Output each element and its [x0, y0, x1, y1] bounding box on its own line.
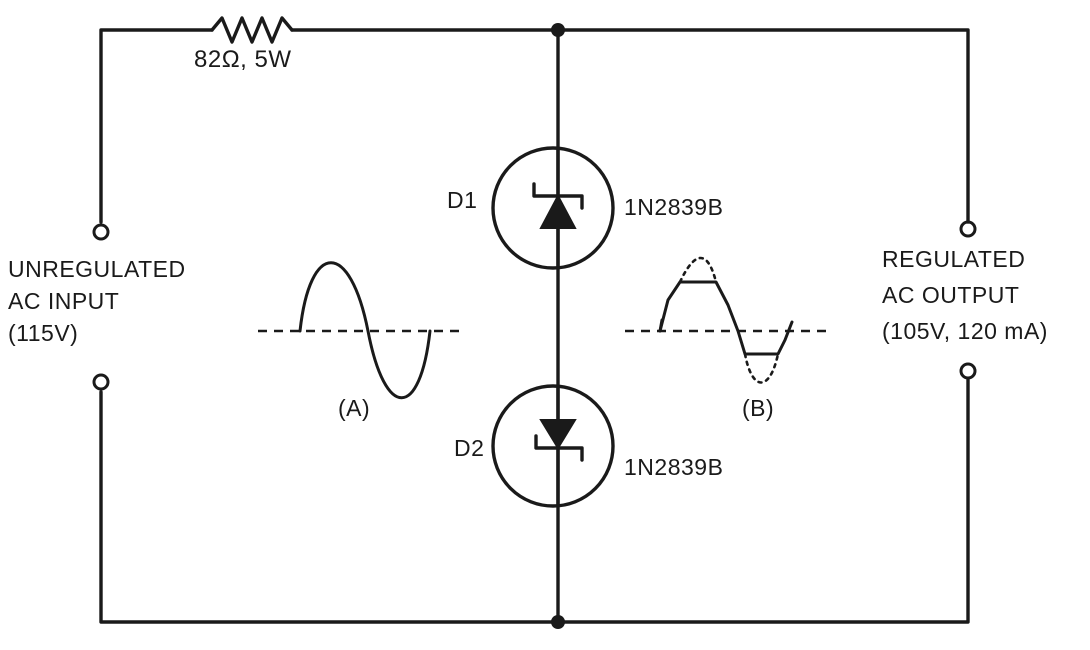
junction-bottom [551, 615, 565, 629]
d1-part-label: 1N2839B [624, 194, 724, 220]
zener-diode-d2 [491, 384, 615, 508]
output-terminal-top [959, 220, 977, 238]
waveform-b-label: (B) [742, 395, 775, 421]
output-label-line3: (105V, 120 mA) [882, 318, 1048, 344]
input-label-line2: AC INPUT [8, 288, 120, 314]
output-label-line1: REGULATED [882, 246, 1026, 272]
d2-part-label: 1N2839B [624, 454, 724, 480]
input-label-line1: UNREGULATED [8, 256, 186, 282]
resistor-r1 [210, 16, 294, 44]
zener-diode-d1 [491, 146, 615, 270]
resistor-value-label: 82Ω, 5W [194, 46, 292, 73]
d2-ref-label: D2 [454, 435, 485, 461]
top-wire-right [290, 28, 970, 224]
waveform-a-label: (A) [338, 395, 371, 421]
output-terminal-bottom [959, 362, 977, 380]
input-label-line3: (115V) [8, 320, 79, 346]
output-label-line2: AC OUTPUT [882, 282, 1020, 308]
waveform-b [625, 256, 830, 384]
bottom-wire [99, 378, 970, 624]
top-wire-left [99, 28, 214, 224]
d1-ref-label: D1 [447, 187, 478, 213]
input-terminal-bottom [92, 373, 110, 391]
input-terminal-top [92, 223, 110, 241]
waveform-a [258, 261, 462, 399]
junction-top [551, 23, 565, 37]
